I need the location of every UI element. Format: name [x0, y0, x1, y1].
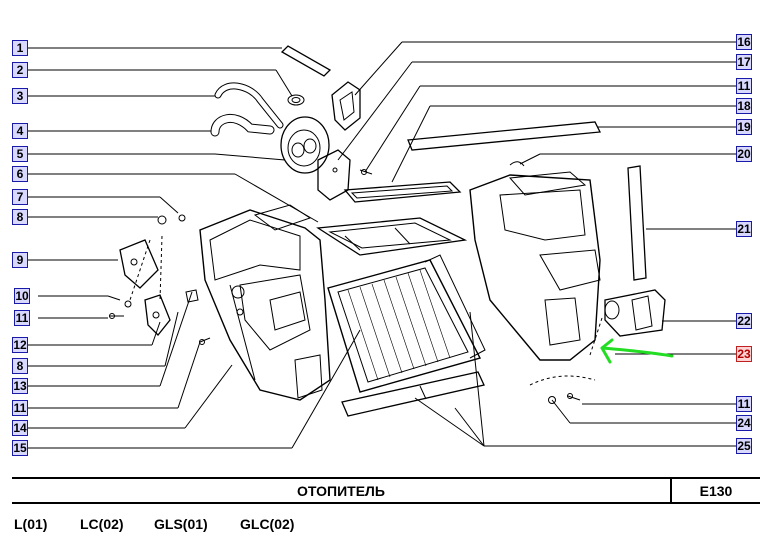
callout-2: 2	[12, 62, 28, 78]
callout-14: 14	[12, 420, 28, 436]
callout-6: 6	[12, 166, 28, 182]
callout-5: 5	[12, 146, 28, 162]
callout-23: 23	[736, 346, 752, 362]
variant-label: L(01)	[14, 516, 48, 532]
callout-12: 12	[12, 337, 28, 353]
callout-15: 15	[12, 440, 28, 456]
callout-8: 8	[12, 209, 28, 225]
callout-16: 16	[736, 34, 752, 50]
callout-11: 11	[736, 396, 752, 412]
callout-21: 21	[736, 221, 752, 237]
callout-4: 4	[12, 123, 28, 139]
callout-8: 8	[12, 358, 28, 374]
diagram-code: E130	[699, 483, 733, 499]
callout-17: 17	[736, 54, 752, 70]
callout-9: 9	[12, 252, 28, 268]
variant-label: LC(02)	[80, 516, 124, 532]
callout-11: 11	[14, 310, 30, 326]
variant-label: GLS(01)	[154, 516, 208, 532]
callout-3: 3	[12, 88, 28, 104]
callout-1: 1	[12, 40, 28, 56]
callout-25: 25	[736, 438, 752, 454]
callout-24: 24	[736, 415, 752, 431]
callout-20: 20	[736, 146, 752, 162]
variant-label: GLC(02)	[240, 516, 295, 532]
callout-22: 22	[736, 313, 752, 329]
callout-18: 18	[736, 98, 752, 114]
callout-13: 13	[12, 378, 28, 394]
title-block: ОТОПИТЕЛЬ E130	[12, 477, 760, 504]
callout-11: 11	[736, 78, 752, 94]
callout-10: 10	[14, 288, 30, 304]
callout-19: 19	[736, 119, 752, 135]
callout-7: 7	[12, 189, 28, 205]
callout-11: 11	[12, 400, 28, 416]
title-divider	[670, 479, 672, 502]
diagram-title: ОТОПИТЕЛЬ	[297, 483, 385, 499]
